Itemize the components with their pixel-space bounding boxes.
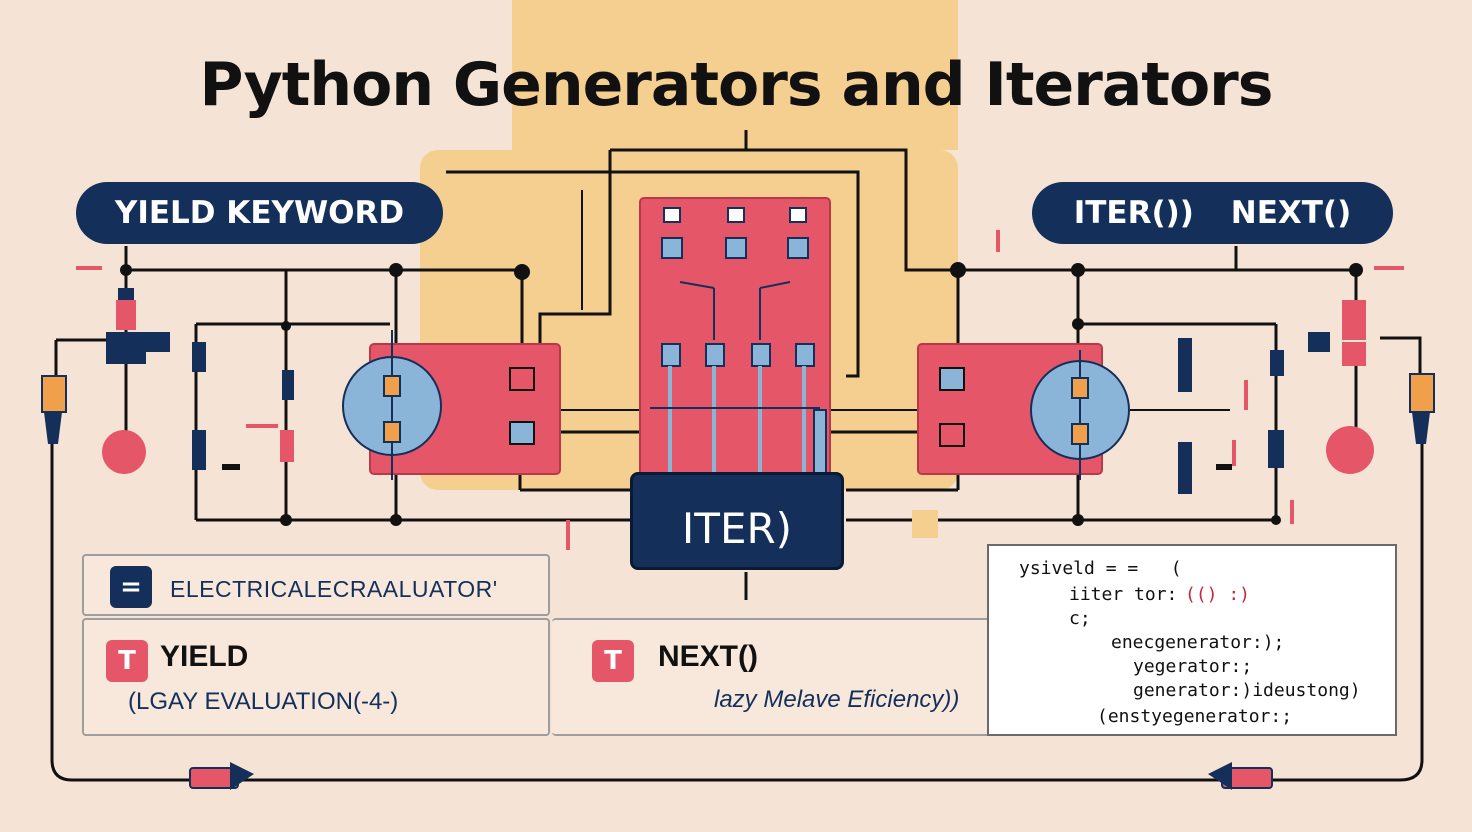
code-panel: ysiveld = = ( iiter tor: (() :) c; enecg… — [987, 544, 1397, 736]
next-card: T NEXT() lazy Melave Eficiency)) — [552, 618, 1048, 736]
next-card-title: NEXT() — [658, 640, 758, 673]
code-line: (() :) — [1185, 584, 1251, 605]
junction-dots — [120, 262, 1363, 526]
next-card-subtitle: lazy Melave Eficiency)) — [714, 686, 960, 713]
right-red-node — [1326, 426, 1374, 474]
yield-keyword-pill: YIELD KEYWORD — [76, 182, 443, 244]
code-line: c; — [1069, 608, 1091, 629]
code-line: ysiveld = = ( — [1019, 558, 1182, 579]
left-red-node — [102, 430, 146, 474]
iter-center-label: ITER) — [681, 504, 793, 553]
yellow-band-top — [512, 0, 958, 150]
code-line: iiter tor: — [1069, 584, 1178, 605]
code-line: yegerator:; — [1133, 656, 1253, 677]
code-line: enecgenerator:); — [1111, 632, 1285, 653]
iter-center-box: ITER) — [630, 472, 844, 570]
code-line: generator:)ideustong) — [1133, 680, 1361, 701]
equals-badge-icon: = — [110, 566, 152, 608]
yield-card-title: YIELD — [160, 640, 249, 673]
iter-next-pill: ITER()) NEXT() — [1032, 182, 1393, 244]
yield-badge-icon: T — [106, 640, 148, 682]
evaluator-card: = ELECTRICALECRAALUATOR' — [82, 554, 550, 616]
code-line: (enstyegenerator:; — [1097, 706, 1293, 727]
yield-card-subtitle: (LGAY EVALUATION(-4-) — [128, 688, 399, 715]
evaluator-label: ELECTRICALECRAALUATOR' — [170, 576, 498, 602]
diagram-title: Python Generators and Iterators — [199, 50, 1274, 120]
yield-card: T YIELD (LGAY EVALUATION(-4-) — [82, 618, 550, 736]
next-badge-icon: T — [592, 640, 634, 682]
